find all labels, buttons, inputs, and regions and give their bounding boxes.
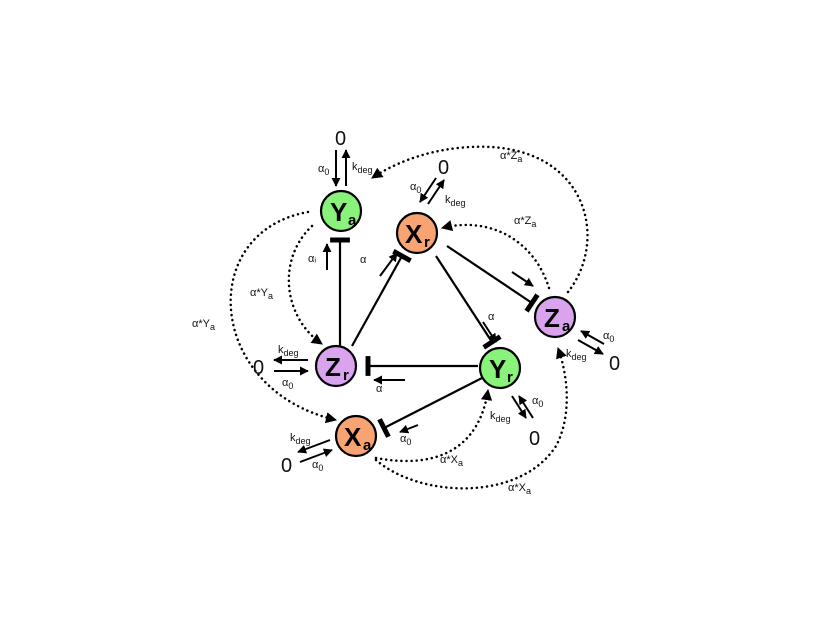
ya-kdeg-label: kdeg: [352, 161, 373, 175]
xr-basal-arrow: [419, 177, 437, 203]
yr-basal-arrow: [518, 395, 534, 419]
yr-deg-arrow: [511, 395, 527, 419]
node-za-sub: a: [562, 318, 571, 335]
xa-basal-arrow: [299, 448, 333, 463]
node-zr: Z r: [314, 344, 358, 388]
edge-xr-represses-yr: [435, 255, 502, 350]
prod-arrow-xa: [399, 424, 419, 434]
yr-kdeg-label: kdeg: [490, 410, 511, 424]
node-zr-sub: r: [343, 367, 349, 384]
xa-production-label: α0: [400, 433, 411, 447]
node-xa: X a: [334, 414, 378, 458]
node-xr-sub: r: [424, 234, 430, 251]
ya-production-label: αᵢ: [308, 253, 316, 265]
edge-yr-represses-xa: [377, 377, 483, 438]
za-deg-arrow: [577, 339, 604, 355]
label-alpha-za-inner: α*Za: [514, 215, 536, 229]
prod-arrow-yr: [482, 321, 497, 343]
node-yr-letter: Y: [489, 354, 506, 384]
edge-xr-represses-za: [446, 245, 540, 313]
yr-production-label: α: [488, 311, 495, 323]
node-yr: Y r: [478, 346, 522, 390]
node-ya-letter: Y: [330, 197, 347, 227]
za-basal-arrow: [580, 330, 605, 345]
curve-xa-to-yr: [374, 388, 493, 463]
node-xa-sub: a: [363, 437, 372, 454]
curve-xa-to-za: [374, 346, 568, 490]
yr-alpha0-label: α0: [532, 395, 543, 409]
xa-deg-arrow: [297, 439, 331, 454]
label-alpha-ya-outer: α*Ya: [192, 318, 215, 332]
zr-production-label: α: [376, 383, 383, 395]
curve-ya-to-xa: [229, 210, 338, 424]
curve-za-to-ya: [370, 145, 589, 294]
zero-zr: 0: [253, 357, 264, 379]
node-xr-letter: X: [405, 219, 423, 249]
label-alpha-ya-inner: α*Ya: [250, 287, 273, 301]
node-yr-sub: r: [507, 369, 513, 386]
node-ya: Y a: [319, 189, 363, 233]
xr-alpha0-label: α0: [410, 181, 421, 195]
label-alpha-xa-outer: α*Xa: [508, 482, 531, 496]
xr-production-label: α: [360, 254, 367, 266]
prod-arrow-za: [511, 271, 534, 287]
za-alpha0-label: α0: [603, 330, 614, 344]
node-za: Z a: [533, 295, 577, 339]
zero-ya: 0: [335, 128, 346, 150]
xr-kdeg-label: kdeg: [445, 194, 466, 208]
ya-alpha0-label: α0: [318, 163, 329, 177]
node-xr: X r: [395, 211, 439, 255]
zero-yr: 0: [529, 428, 540, 450]
xr-deg-arrow: [427, 179, 445, 205]
zr-kdeg-label: kdeg: [278, 344, 299, 358]
node-ya-sub: a: [348, 212, 357, 229]
node-zr-letter: Z: [325, 352, 341, 382]
zero-xr: 0: [438, 157, 449, 179]
edge-zr-represses-xr: [351, 249, 412, 347]
zero-za: 0: [609, 353, 620, 375]
zero-xa: 0: [281, 455, 292, 477]
zr-alpha0-label: α0: [282, 377, 293, 391]
node-za-letter: Z: [544, 303, 560, 333]
xa-alpha0-label: α0: [312, 459, 323, 473]
prod-arrow-xr: [379, 252, 398, 277]
node-xa-letter: X: [344, 422, 362, 452]
label-alpha-za-outer: α*Za: [500, 150, 522, 164]
za-kdeg-label: kdeg: [566, 348, 587, 362]
label-alpha-xa-inner: α*Xa: [440, 454, 463, 468]
curve-ya-to-zr: [287, 224, 324, 346]
xa-kdeg-label: kdeg: [290, 432, 311, 446]
